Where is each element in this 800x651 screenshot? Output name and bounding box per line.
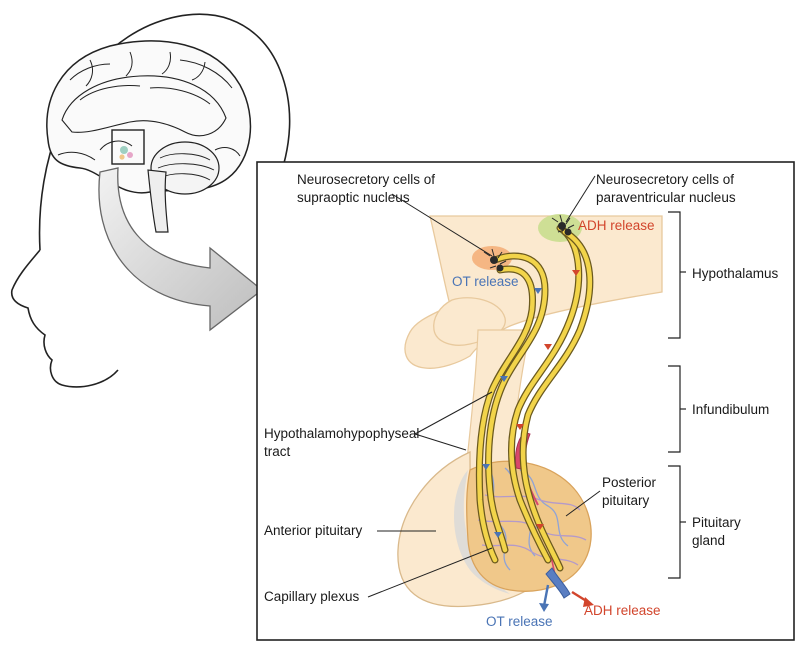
label-posterior-line1: Posterior bbox=[602, 475, 657, 490]
neuron-cell-bodies bbox=[490, 222, 572, 272]
brain-illustration bbox=[46, 40, 252, 233]
label-ot-release-top: OT release bbox=[452, 274, 519, 289]
ot-release-arrow bbox=[542, 584, 550, 607]
leader-lines bbox=[367, 175, 601, 598]
label-infundibulum: Infundibulum bbox=[692, 402, 770, 417]
label-anterior-pituitary: Anterior pituitary bbox=[264, 523, 363, 538]
label-ot-release-bottom: OT release bbox=[486, 614, 553, 629]
label-supraoptic-line1: Neurosecretory cells of bbox=[297, 172, 436, 187]
label-pituitary-gland-line1: Pituitary bbox=[692, 515, 741, 530]
label-adh-release-top: ADH release bbox=[578, 218, 655, 233]
label-paraventricular-line1: Neurosecretory cells of bbox=[596, 172, 735, 187]
label-posterior-line2: pituitary bbox=[602, 493, 650, 508]
zoom-box bbox=[111, 129, 145, 165]
zoom-arrow bbox=[98, 167, 264, 332]
label-tract-line1: Hypothalamohypophyseal bbox=[264, 426, 420, 441]
label-pituitary-gland-line2: gland bbox=[692, 533, 726, 548]
label-hypothalamus: Hypothalamus bbox=[692, 266, 779, 281]
label-paraventricular-line2: paraventricular nucleus bbox=[596, 190, 736, 205]
label-adh-release-bottom: ADH release bbox=[584, 603, 661, 618]
label-supraoptic-line2: supraoptic nucleus bbox=[297, 190, 410, 205]
region-brackets bbox=[668, 211, 686, 579]
label-capillary-plexus: Capillary plexus bbox=[264, 589, 360, 604]
ot-transport-arrows bbox=[482, 288, 542, 538]
adh-transport-arrows bbox=[516, 270, 580, 530]
vein bbox=[545, 567, 571, 599]
label-tract-line2: tract bbox=[264, 444, 291, 459]
